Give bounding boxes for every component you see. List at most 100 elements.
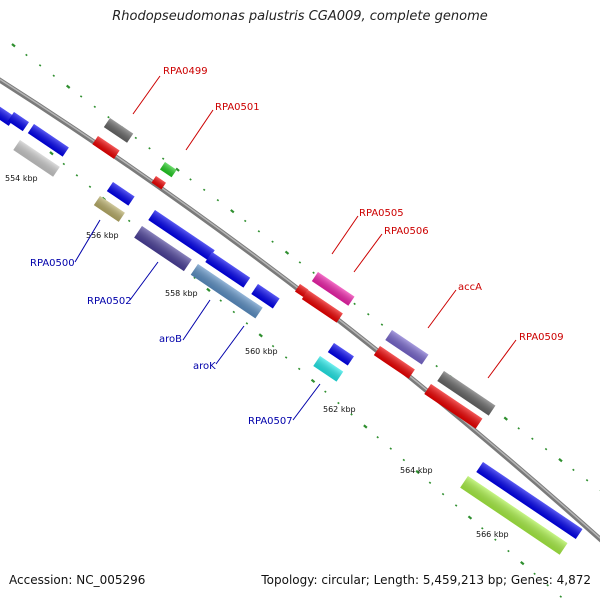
gene-feature[interactable] bbox=[0, 100, 15, 126]
tick-mark bbox=[503, 416, 508, 421]
tick-mark bbox=[520, 561, 525, 566]
tick-mark bbox=[271, 240, 274, 243]
gene-feature[interactable] bbox=[134, 225, 192, 272]
gene-feature[interactable] bbox=[93, 195, 125, 222]
tick-mark bbox=[310, 378, 316, 384]
gene-callout-line bbox=[427, 289, 457, 329]
gene-callout-line bbox=[132, 75, 161, 115]
genome-summary-text: Topology: circular; Length: 5,459,213 bp… bbox=[261, 573, 591, 587]
gene-feature[interactable] bbox=[327, 343, 354, 366]
gene-callout-line bbox=[129, 261, 159, 301]
gene-label-forward: RPA0509 bbox=[519, 332, 564, 343]
tick-mark bbox=[544, 447, 548, 451]
tick-mark bbox=[258, 333, 263, 338]
gene-feature[interactable] bbox=[294, 284, 309, 298]
tick-mark bbox=[243, 219, 247, 223]
tick-mark bbox=[507, 549, 510, 553]
tick-mark bbox=[435, 364, 438, 368]
tick-mark bbox=[257, 230, 261, 233]
tick-mark bbox=[189, 178, 192, 181]
gene-feature[interactable] bbox=[106, 182, 135, 206]
gene-feature[interactable] bbox=[148, 210, 215, 261]
tick-mark bbox=[193, 276, 196, 280]
tick-mark bbox=[481, 527, 484, 530]
gene-callout-line bbox=[331, 215, 359, 255]
tick-mark bbox=[337, 401, 340, 405]
tick-mark bbox=[11, 43, 16, 48]
gene-callout-line bbox=[353, 233, 383, 273]
tick-mark bbox=[62, 162, 66, 166]
tick-mark bbox=[127, 219, 131, 223]
gene-feature[interactable] bbox=[251, 283, 280, 309]
gene-callout-line bbox=[487, 339, 517, 379]
gene-callout-line bbox=[185, 109, 214, 151]
gene-callout-line bbox=[292, 383, 321, 421]
tick-mark bbox=[230, 209, 235, 214]
tick-mark bbox=[148, 147, 151, 150]
gene-feature[interactable] bbox=[7, 112, 29, 132]
tick-mark bbox=[216, 198, 220, 202]
tick-label: 554 kbp bbox=[5, 174, 38, 183]
tick-mark bbox=[389, 447, 392, 450]
gene-label-reverse: aroB bbox=[159, 334, 182, 345]
gene-label-forward: RPA0506 bbox=[384, 226, 429, 237]
gene-feature[interactable] bbox=[92, 136, 120, 159]
gene-label-reverse: RPA0507 bbox=[248, 416, 293, 427]
gene-label-forward: accA bbox=[458, 282, 482, 293]
tick-mark bbox=[75, 174, 79, 177]
tick-label: 558 kbp bbox=[165, 289, 198, 298]
gene-feature[interactable] bbox=[159, 162, 177, 178]
tick-mark bbox=[25, 53, 28, 57]
tick-label: 562 kbp bbox=[323, 405, 356, 414]
accession-text: Accession: NC_005296 bbox=[9, 573, 146, 587]
gene-label-forward: RPA0499 bbox=[163, 66, 208, 77]
tick-mark bbox=[297, 367, 301, 371]
tick-mark bbox=[494, 538, 497, 541]
tick-mark bbox=[202, 188, 206, 192]
gene-feature[interactable] bbox=[190, 264, 263, 319]
gene-features bbox=[0, 100, 583, 555]
tick-mark bbox=[353, 302, 356, 306]
tick-mark bbox=[88, 185, 92, 188]
tick-label: 566 kbp bbox=[476, 530, 509, 539]
gene-feature[interactable] bbox=[27, 124, 69, 157]
gene-feature[interactable] bbox=[373, 345, 415, 379]
tick-mark bbox=[298, 261, 302, 264]
tick-mark bbox=[52, 74, 56, 77]
tick-label: 564 kbp bbox=[400, 466, 433, 475]
gene-feature[interactable] bbox=[103, 117, 134, 143]
tick-mark bbox=[558, 458, 563, 463]
gene-feature[interactable] bbox=[476, 462, 583, 540]
gene-feature[interactable] bbox=[311, 272, 355, 306]
tick-mark bbox=[175, 167, 180, 172]
gene-feature[interactable] bbox=[151, 176, 166, 190]
gene-feature[interactable] bbox=[437, 370, 496, 416]
tick-mark bbox=[49, 151, 54, 156]
tick-mark bbox=[161, 157, 165, 160]
gene-feature[interactable] bbox=[460, 476, 568, 555]
tick-mark bbox=[107, 115, 110, 119]
gene-feature[interactable] bbox=[13, 140, 60, 177]
tick-mark bbox=[533, 572, 536, 576]
gene-feature[interactable] bbox=[301, 290, 343, 323]
gene-feature[interactable] bbox=[205, 252, 251, 288]
gene-callout-line bbox=[215, 325, 245, 365]
gene-callout-lines bbox=[74, 75, 517, 421]
tick-mark bbox=[376, 435, 379, 439]
gene-feature[interactable] bbox=[385, 330, 429, 365]
tick-mark bbox=[219, 299, 222, 302]
gene-callout-line bbox=[182, 299, 211, 341]
tick-mark bbox=[271, 344, 275, 348]
gene-label-reverse: aroK bbox=[193, 361, 216, 372]
tick-mark bbox=[245, 322, 249, 325]
gene-feature[interactable] bbox=[313, 356, 344, 382]
tick-mark bbox=[467, 515, 473, 520]
gene-feature[interactable] bbox=[424, 384, 483, 429]
tick-label: 556 kbp bbox=[86, 231, 119, 240]
gene-label-forward: RPA0501 bbox=[215, 102, 260, 113]
gene-label-forward: RPA0505 bbox=[359, 208, 404, 219]
gene-callout-line bbox=[74, 219, 101, 263]
